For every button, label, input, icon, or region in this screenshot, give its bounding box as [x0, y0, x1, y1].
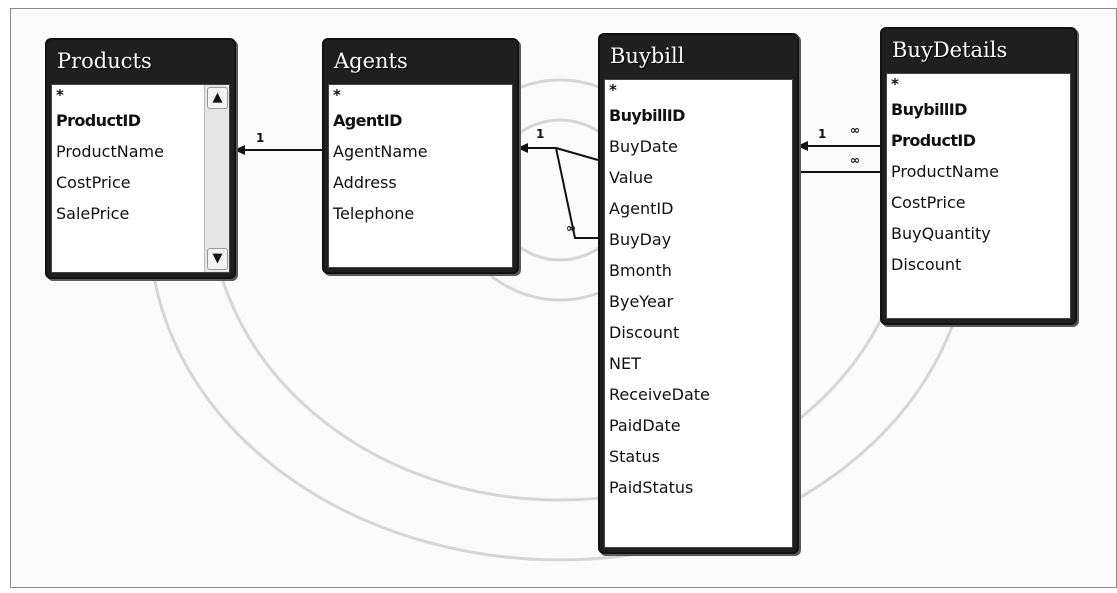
- field-paiddate[interactable]: PaidDate: [609, 416, 681, 435]
- field-agentid[interactable]: AgentID: [333, 111, 402, 130]
- table-title[interactable]: Products: [57, 49, 152, 73]
- field-byeyear[interactable]: ByeYear: [609, 292, 674, 311]
- field-receivedate[interactable]: ReceiveDate: [609, 385, 710, 404]
- field-buyday[interactable]: BuyDay: [609, 230, 672, 249]
- cardinality-one-label: 1: [256, 131, 264, 145]
- field-buybillid[interactable]: BuybillID: [609, 106, 685, 125]
- field-agentname[interactable]: AgentName: [333, 142, 428, 161]
- chevron-up-icon[interactable]: ▲: [207, 87, 228, 109]
- field-agentid[interactable]: AgentID: [609, 199, 674, 218]
- table-title[interactable]: BuyDetails: [892, 38, 1008, 62]
- arrow-head-products: [234, 145, 245, 155]
- table-buydetails[interactable]: BuyDetails * BuybillID ProductID Product…: [880, 27, 1077, 325]
- arrow-head-buybill: [797, 141, 808, 151]
- field-saleprice[interactable]: SalePrice: [56, 204, 130, 223]
- field-list[interactable]: * AgentID AgentName Address Telephone: [328, 84, 513, 268]
- arrow-head-agents: [517, 143, 528, 153]
- field-address[interactable]: Address: [333, 173, 397, 192]
- field-value[interactable]: Value: [609, 168, 653, 187]
- field-bmonth[interactable]: Bmonth: [609, 261, 672, 280]
- field-telephone[interactable]: Telephone: [333, 204, 415, 223]
- field-productname[interactable]: ProductName: [891, 162, 999, 181]
- field-productid[interactable]: ProductID: [56, 111, 141, 130]
- field-discount[interactable]: Discount: [609, 323, 680, 342]
- field-all[interactable]: *: [56, 86, 64, 104]
- field-list[interactable]: * BuybillID ProductID ProductName CostPr…: [886, 73, 1071, 319]
- relationship-line-agents-buybill: [517, 147, 598, 239]
- table-title[interactable]: Buybill: [610, 44, 685, 68]
- field-net[interactable]: NET: [609, 354, 641, 373]
- field-productid[interactable]: ProductID: [891, 131, 976, 150]
- field-discount[interactable]: Discount: [891, 255, 962, 274]
- field-buydate[interactable]: BuyDate: [609, 137, 678, 156]
- cardinality-many-label: ∞: [566, 221, 576, 235]
- table-agents[interactable]: Agents * AgentID AgentName Address Telep…: [322, 38, 519, 274]
- table-title[interactable]: Agents: [334, 49, 408, 73]
- relationship-line-agents-buybill-b: [555, 147, 599, 161]
- field-buybillid[interactable]: BuybillID: [891, 100, 967, 119]
- field-costprice[interactable]: CostPrice: [891, 193, 966, 212]
- table-buybill[interactable]: Buybill * BuybillID BuyDate Value AgentI…: [598, 33, 799, 554]
- cardinality-one-label: 1: [818, 127, 826, 141]
- field-list[interactable]: * BuybillID BuyDate Value AgentID BuyDay…: [604, 79, 793, 548]
- field-status[interactable]: Status: [609, 447, 660, 466]
- field-buyquantity[interactable]: BuyQuantity: [891, 224, 991, 243]
- field-list[interactable]: * ProductID ProductName CostPrice SalePr…: [51, 84, 230, 273]
- vertical-scrollbar[interactable]: ▲ ▼: [204, 85, 229, 272]
- chevron-down-icon[interactable]: ▼: [207, 248, 228, 270]
- field-all[interactable]: *: [891, 75, 899, 93]
- field-all[interactable]: *: [333, 86, 341, 104]
- field-productname[interactable]: ProductName: [56, 142, 164, 161]
- field-all[interactable]: *: [609, 81, 617, 99]
- table-products[interactable]: Products * ProductID ProductName CostPri…: [45, 38, 236, 279]
- cardinality-one-label: 1: [536, 127, 544, 141]
- field-paidstatus[interactable]: PaidStatus: [609, 478, 694, 497]
- cardinality-many-label: ∞: [850, 153, 860, 167]
- cardinality-many-label: ∞: [850, 123, 860, 137]
- field-costprice[interactable]: CostPrice: [56, 173, 131, 192]
